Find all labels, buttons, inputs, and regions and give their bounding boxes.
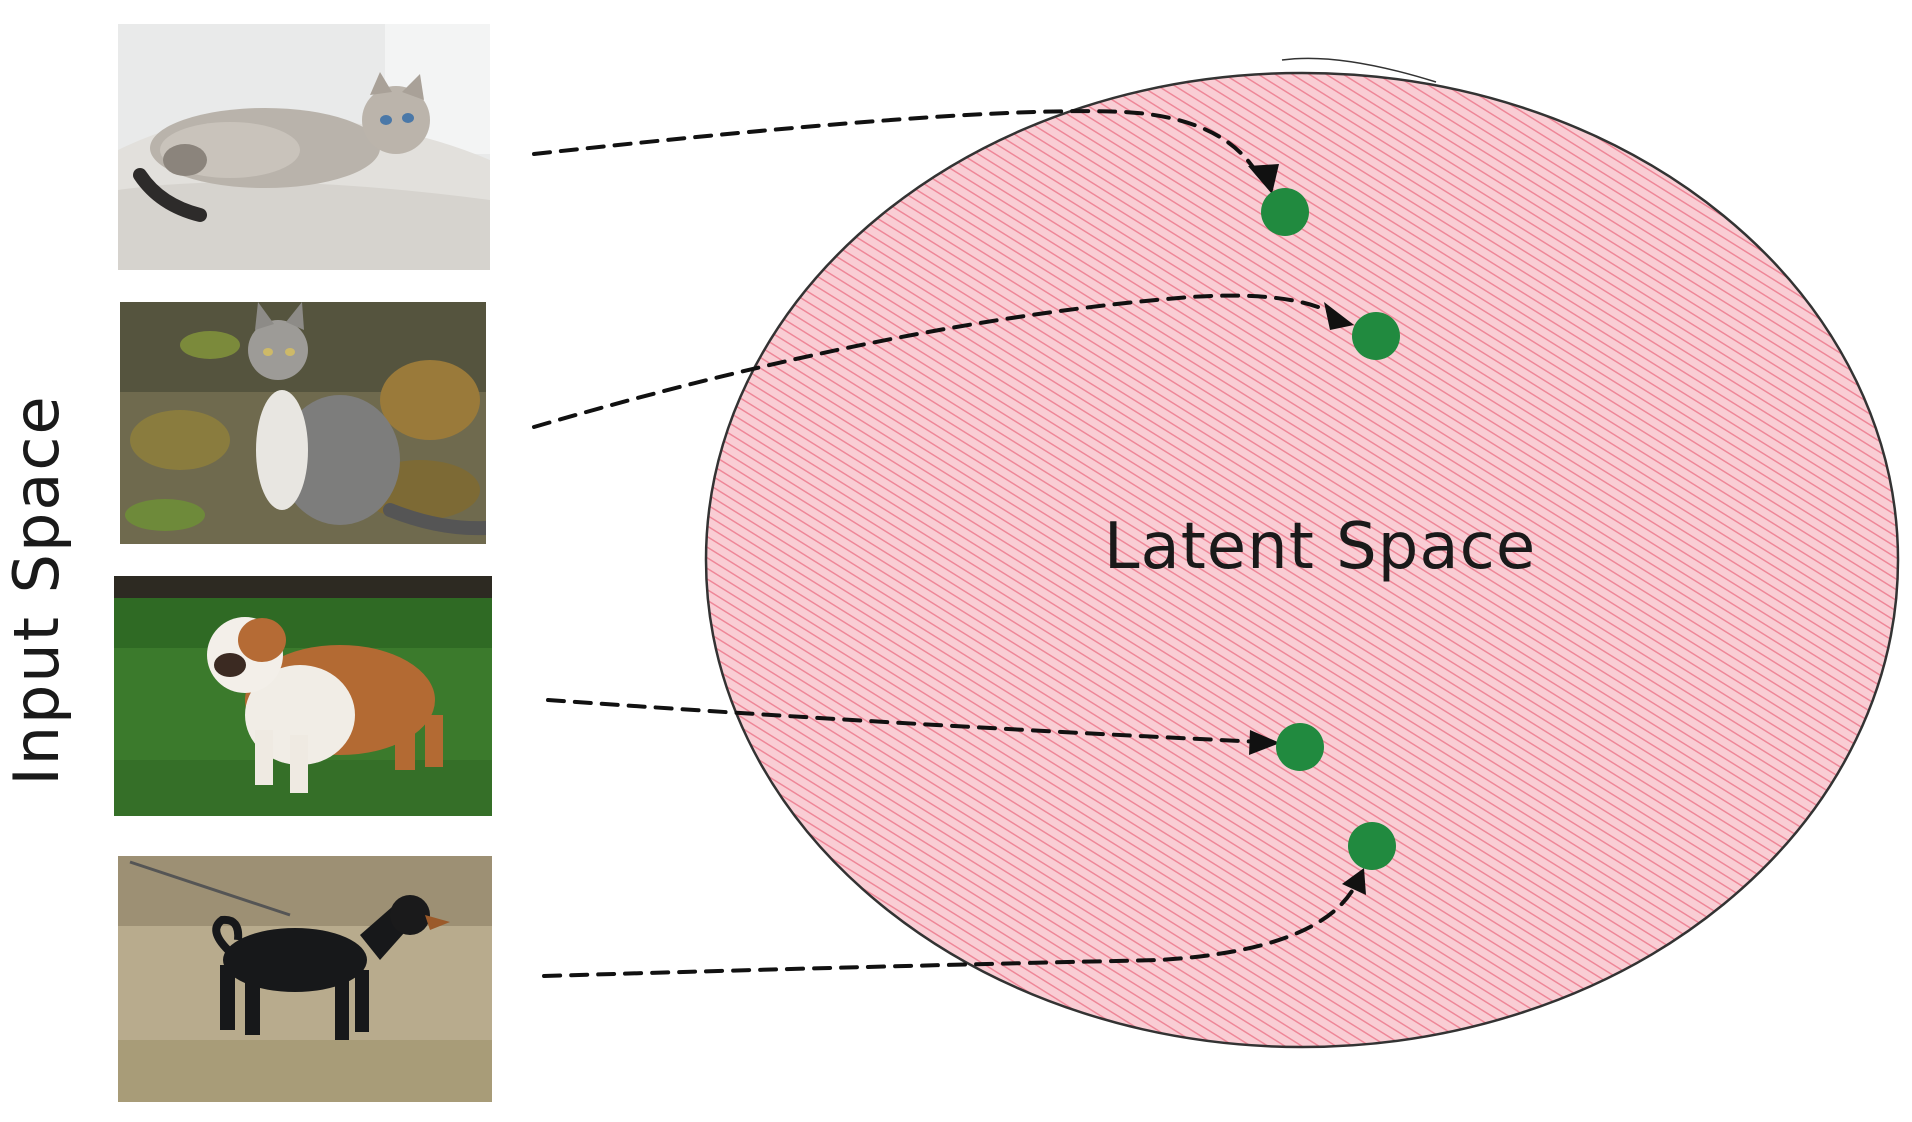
arrowhead-bulldog bbox=[1249, 730, 1280, 755]
latent-point-bulldog bbox=[1276, 723, 1324, 771]
doberman-image bbox=[118, 856, 492, 1102]
latent-point-doberman bbox=[1348, 822, 1396, 870]
input-space-label: Input Space bbox=[0, 394, 73, 785]
latent-points bbox=[1261, 188, 1400, 870]
latent-point-cat bbox=[1352, 312, 1400, 360]
arrowhead-cat bbox=[1324, 302, 1354, 330]
latent-space-region bbox=[704, 57, 1900, 1049]
kitten-image bbox=[118, 24, 490, 270]
latent-space-label: Latent Space bbox=[1104, 510, 1536, 584]
latent-point-kitten bbox=[1261, 188, 1309, 236]
arrow-cat bbox=[532, 293, 1342, 429]
bulldog-image bbox=[114, 576, 492, 816]
arrowhead-kitten bbox=[1248, 164, 1279, 194]
arrow-kitten bbox=[532, 109, 1264, 184]
arrow-doberman bbox=[542, 884, 1357, 978]
arrowhead-doberman bbox=[1342, 868, 1366, 895]
cat-image bbox=[120, 302, 486, 544]
arrow-bulldog bbox=[546, 698, 1264, 744]
mapping-arrows bbox=[532, 109, 1366, 978]
